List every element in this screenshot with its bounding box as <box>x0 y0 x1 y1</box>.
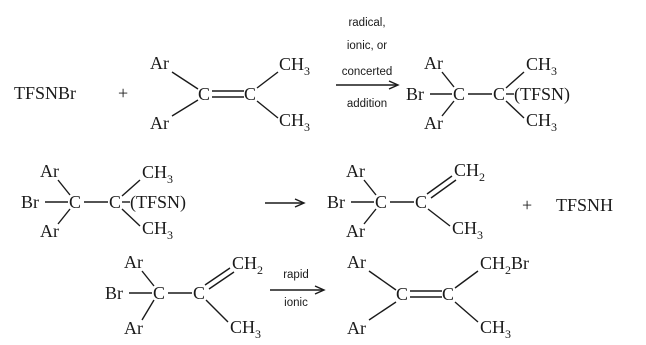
aryl-top: Ar <box>124 252 143 272</box>
row-1: TFSNBr + Ar Ar C C CH3 CH3 radical, ioni… <box>14 17 570 134</box>
double-bond <box>208 271 235 290</box>
allylic-bromide: Ar Br Ar C C CH2 CH3 <box>105 252 263 341</box>
reaction-arrow-1: radical, ionic, or concerted addition <box>336 17 400 110</box>
carbon-left: C <box>375 192 387 212</box>
bromine: Br <box>21 192 39 212</box>
methyl-top: CH3 <box>279 54 310 78</box>
condition-line: rapid <box>283 269 309 281</box>
carbon-right: C <box>442 284 454 304</box>
aryl-top: Ar <box>150 53 169 73</box>
bond <box>368 301 397 321</box>
aryl-bottom: Ar <box>424 113 443 133</box>
bond <box>171 71 199 90</box>
bond <box>363 179 377 196</box>
arrow-head <box>314 285 326 295</box>
double-bond <box>204 267 231 286</box>
condition-line: ionic <box>284 297 308 309</box>
tfsn-group: (TFSN) <box>514 84 570 105</box>
arrow-head <box>388 80 400 90</box>
bond <box>141 270 155 287</box>
methylene: CH2 <box>232 253 263 277</box>
methyl: CH3 <box>230 317 261 341</box>
plus-sign: + <box>522 195 532 215</box>
aryl-top: Ar <box>346 161 365 181</box>
bond <box>57 179 71 196</box>
condition-line: radical, <box>348 17 385 29</box>
bond <box>441 71 455 88</box>
vinyl-product: Ar Ar C C CH2Br CH3 <box>347 252 529 341</box>
arrow-head <box>294 198 306 208</box>
plus-sign: + <box>118 83 128 103</box>
bromomethyl: CH2Br <box>480 253 529 277</box>
tfsnbr-reagent: TFSNBr <box>14 83 76 103</box>
bond <box>256 100 279 119</box>
bromo-adduct: Ar Br Ar C C CH3 (TFSN) CH3 <box>21 161 186 242</box>
reaction-arrow-3: rapid ionic <box>270 269 326 309</box>
row-2: Ar Br Ar C C CH3 (TFSN) CH3 Ar Br Ar <box>21 160 613 242</box>
bond <box>441 100 455 117</box>
bromo-adduct: Ar Br Ar C C CH3 (TFSN) CH3 <box>406 53 570 134</box>
aryl-bottom: Ar <box>40 221 59 241</box>
bond <box>454 301 479 323</box>
condition-line: concerted <box>342 66 393 78</box>
tfsn-group: (TFSN) <box>130 192 186 213</box>
methyl-bottom: CH3 <box>142 218 173 242</box>
aryl-top: Ar <box>40 161 59 181</box>
bond <box>57 208 71 225</box>
carbon-right: C <box>109 192 121 212</box>
methyl-bottom: CH3 <box>526 110 557 134</box>
bond <box>256 71 279 89</box>
bond <box>171 99 199 117</box>
bromine: Br <box>327 192 345 212</box>
methylene: CH2 <box>454 160 485 184</box>
carbon-left: C <box>453 84 465 104</box>
bond <box>427 208 451 227</box>
methyl-top: CH3 <box>526 54 557 78</box>
aryl-top: Ar <box>424 53 443 73</box>
carbon-right: C <box>244 84 256 104</box>
bond <box>368 270 397 291</box>
methyl: CH3 <box>452 218 483 242</box>
bond <box>141 299 155 321</box>
bond <box>205 299 229 323</box>
bond <box>454 270 479 289</box>
condition-line: ionic, or <box>347 40 387 52</box>
allylic-bromide: Ar Br Ar C C CH2 CH3 <box>327 160 485 242</box>
bond <box>363 208 377 225</box>
bond <box>121 179 141 197</box>
methyl-bottom: CH3 <box>279 110 310 134</box>
aryl-bottom: Ar <box>347 318 366 338</box>
bond <box>121 208 141 227</box>
bond <box>505 71 525 89</box>
reaction-arrow-2 <box>265 198 306 208</box>
carbon-left: C <box>153 283 165 303</box>
double-bond <box>426 175 453 195</box>
carbon-left: C <box>198 84 210 104</box>
tfsnh-byproduct: TFSNH <box>556 195 613 215</box>
carbon-right: C <box>493 84 505 104</box>
aryl-bottom: Ar <box>346 221 365 241</box>
aryl-bottom: Ar <box>150 113 169 133</box>
methyl: CH3 <box>480 317 511 341</box>
aryl-top: Ar <box>347 252 366 272</box>
carbon-right: C <box>415 192 427 212</box>
diaryl-alkene: Ar Ar C C CH3 CH3 <box>150 53 310 134</box>
row-3: Ar Br Ar C C CH2 CH3 rapid ionic Ar Ar <box>105 252 529 341</box>
bromine: Br <box>406 84 424 104</box>
methyl-top: CH3 <box>142 162 173 186</box>
bromine: Br <box>105 283 123 303</box>
bond <box>505 100 525 119</box>
carbon-left: C <box>396 284 408 304</box>
aryl-bottom: Ar <box>124 318 143 338</box>
condition-line: addition <box>347 98 387 110</box>
carbon-right: C <box>193 283 205 303</box>
double-bond <box>430 179 457 199</box>
carbon-left: C <box>69 192 81 212</box>
